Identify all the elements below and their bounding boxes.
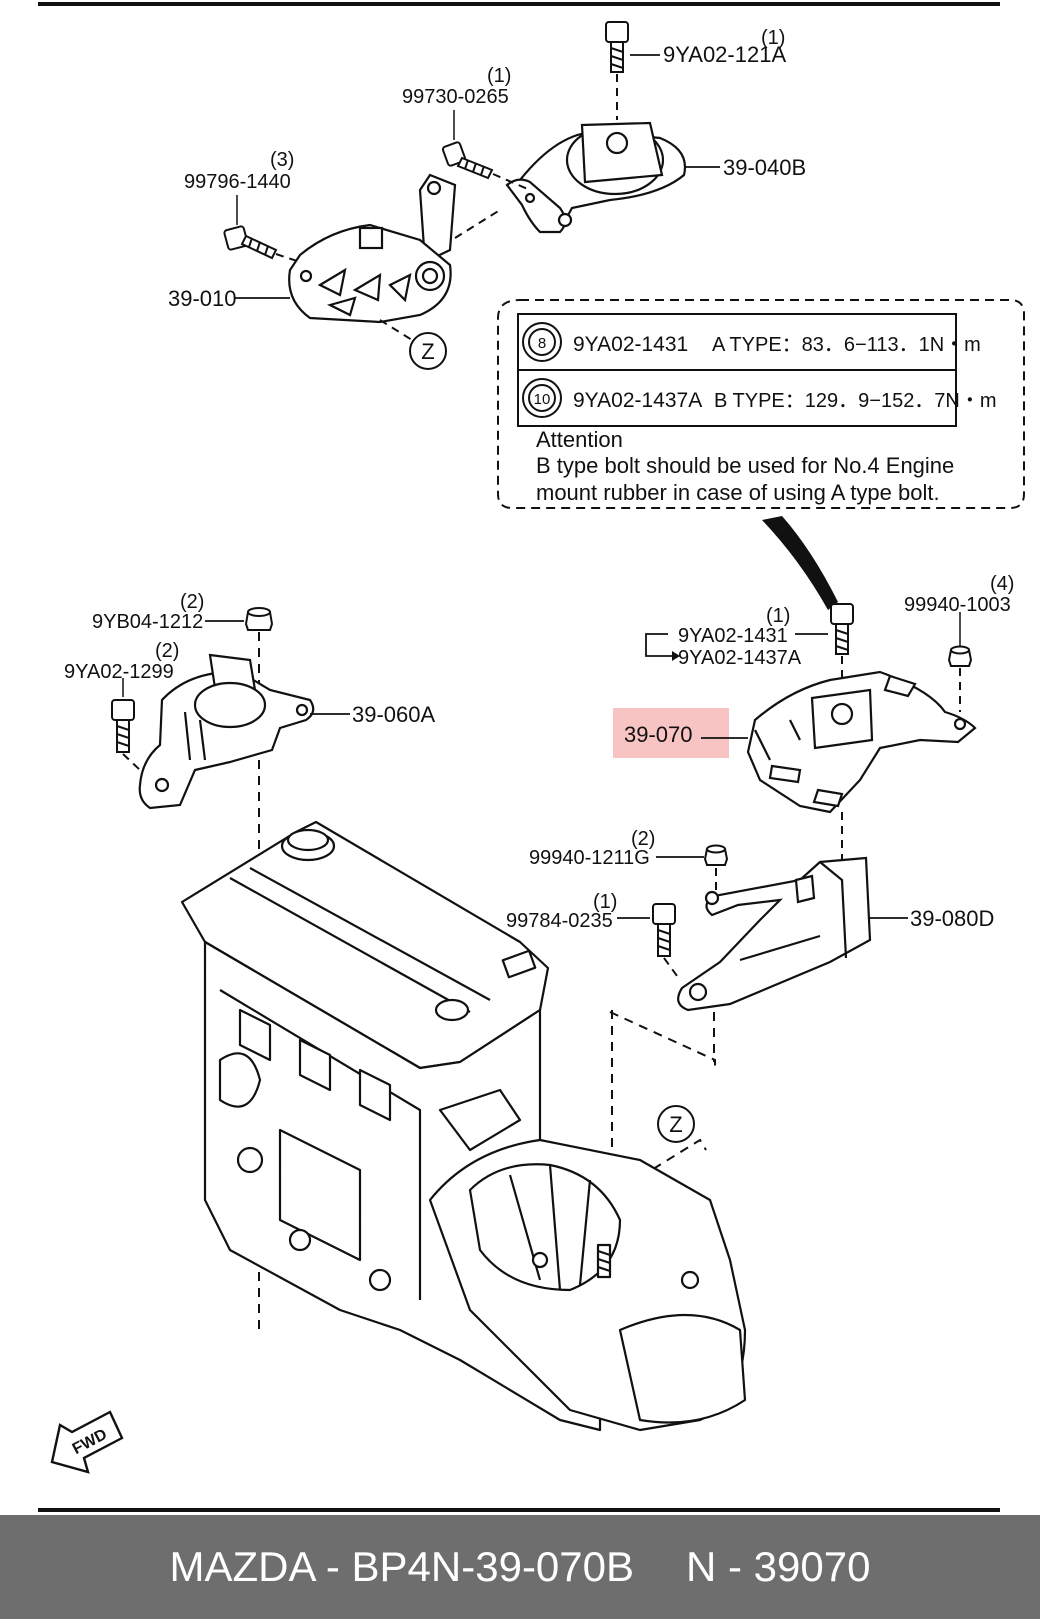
mount-070-highlight[interactable] [613, 708, 729, 758]
attention-line-1: B type bolt should be used for No.4 Engi… [536, 453, 954, 478]
nut-1211-icon [703, 844, 729, 866]
fwd-arrow-icon: FWD [50, 1410, 124, 1474]
bolt-1431-part: 9YA02-1431 [678, 625, 788, 647]
bolt-0235-icon [652, 903, 676, 957]
left-bolt-qty: (3) [270, 149, 294, 171]
bolt-1299-part: 9YA02-1299 [64, 661, 174, 683]
attention-title: Attention [536, 427, 623, 452]
bolt-size-8: 8 [538, 335, 546, 352]
zone-marker-top [409, 332, 447, 370]
nut-1003-part: 99940-1003 [904, 594, 1011, 616]
bracket-080-label: 39-080D [910, 906, 994, 931]
mount-070-icon [746, 670, 977, 814]
bolt-size-10: 10 [534, 391, 551, 408]
attention-line-2: mount rubber in case of using A type bol… [536, 480, 940, 505]
bolt-1299-qty: (2) [155, 640, 179, 662]
footer-part-number: MAZDA - BP4N-39-070B [169, 1543, 635, 1590]
bolt-1431-qty: (1) [766, 605, 790, 627]
footer-bar: MAZDA - BP4N-39-070B N - 39070 [0, 1515, 1040, 1619]
top-bolt-qty: (1) [761, 27, 785, 49]
nut-1212-part: 9YB04-1212 [92, 611, 203, 633]
bracket-010-label: 39-010 [168, 286, 237, 311]
bolt-0235-part: 99784-0235 [506, 910, 613, 932]
nut-1212-qty: (2) [180, 591, 204, 613]
torque-row-b-part: 9YA02-1437A [573, 389, 702, 412]
torque-row-a-part: 9YA02-1431 [573, 333, 688, 356]
zone-top-label: Z [421, 339, 434, 364]
top-bolt-part: 9YA02-121A [663, 42, 786, 67]
left-bolt-part: 99796-1440 [184, 171, 291, 193]
bolt-1437-part: 9YA02-1437A [678, 647, 802, 669]
mount-040-icon [505, 121, 687, 234]
pointer-arrow [762, 516, 838, 610]
footer-catalog-number: N - 39070 [686, 1543, 871, 1590]
nut-1212-icon [244, 607, 274, 631]
engine-block-illustration [180, 820, 747, 1432]
parts-diagram: (1) 9YA02-121A 39-040B (1) 99730-0265 (3… [38, 2, 1025, 1512]
nut-1003-icon [947, 645, 973, 667]
bracket-010-icon [288, 173, 457, 324]
mount-040-label: 39-040B [723, 155, 806, 180]
bracket-080-icon [677, 856, 872, 1012]
bolt-0235-qty: (1) [593, 891, 617, 913]
torque-row-a-spec: A TYPE：83．6−113．1N・m [712, 334, 981, 356]
nut-1211-qty: (2) [631, 828, 655, 850]
torque-row-b-spec: B TYPE：129．9−152．7N・m [714, 390, 997, 412]
torque-row-a: 8 9YA02-1431 A TYPE：83．6−113．1N・m [522, 322, 981, 362]
top-bolt-icon [605, 21, 629, 73]
bracket-bolt-qty: (1) [487, 65, 511, 87]
bolt-1431-icon [830, 603, 854, 655]
left-bolt-icon [223, 225, 278, 260]
zone-marker-bottom [657, 1105, 695, 1143]
mount-060-label: 39-060A [352, 702, 436, 727]
bracket-bolt-icon [441, 141, 494, 180]
bracket-bolt-part: 99730-0265 [402, 86, 509, 108]
zone-bottom-label: Z [669, 1112, 682, 1137]
nut-1211-part: 99940-1211G [529, 847, 650, 869]
mount-070-label[interactable]: 39-070 [624, 722, 693, 747]
mount-060-icon [138, 653, 315, 810]
attention-callout-box [497, 299, 1025, 509]
bolt-1299-icon [111, 699, 135, 753]
nut-1003-qty: (4) [990, 573, 1014, 595]
torque-row-b: 10 9YA02-1437A B TYPE：129．9−152．7N・m [522, 378, 997, 418]
